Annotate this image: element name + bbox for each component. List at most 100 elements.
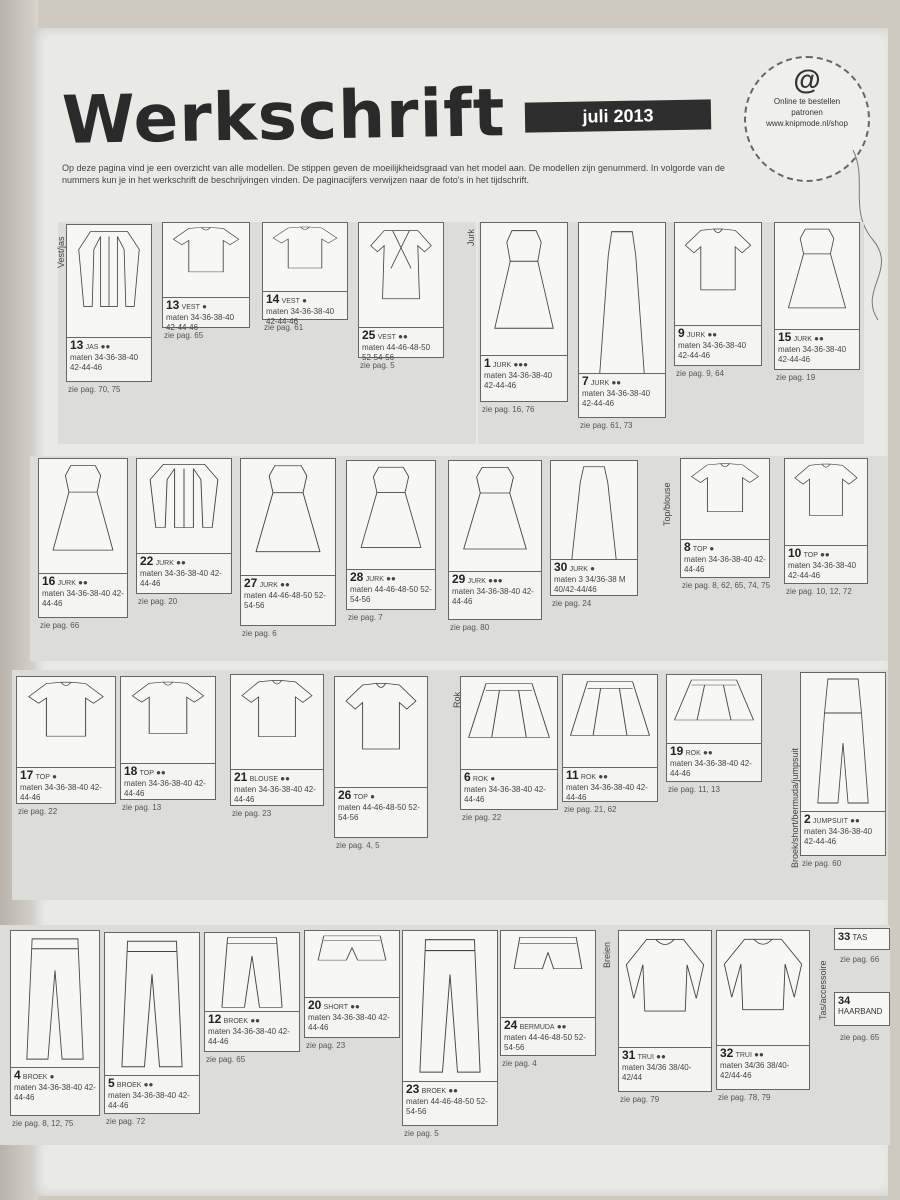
model-kind: JURK	[793, 336, 812, 343]
model-sizes: maten 34-36-38-40 42-44-46	[166, 313, 235, 332]
page-reference: zie pag. 23	[306, 1041, 346, 1050]
page-reference: zie pag. 79	[620, 1095, 660, 1104]
garment-sketch	[481, 223, 567, 357]
page-reference: zie pag. 78, 79	[718, 1093, 771, 1102]
pattern-label: 13 VEST ●maten 34-36-38-40 42-44-46	[163, 297, 249, 332]
model-sizes: maten 34-36-38-40 42-44-46	[308, 1013, 390, 1032]
page-reference: zie pag. 4, 5	[336, 841, 380, 850]
difficulty-dots: ●●	[598, 772, 608, 781]
category-breien: Breien	[602, 941, 612, 968]
difficulty-dots: ●●	[556, 1022, 567, 1031]
pattern-card: 29 JURK ●●●maten 34-36-38-40 42-44-46	[448, 460, 542, 620]
hanging-string	[852, 150, 882, 320]
difficulty-dots: ●	[590, 564, 595, 573]
difficulty-dots: ●●	[386, 574, 396, 583]
pattern-label: 22 JURK ●●maten 34-36-38-40 42-44-46	[137, 553, 231, 593]
garment-sketch	[619, 931, 711, 1049]
model-kind: JURK	[57, 580, 76, 587]
model-sizes: maten 34-36-38-40 42-44-46	[670, 759, 752, 778]
pattern-card: 21 BLOUSE ●●maten 34-36-38-40 42-44-46	[230, 674, 324, 806]
model-sizes: maten 34-36-38-40 42-44-46	[234, 785, 316, 804]
page-reference: zie pag. 11, 13	[668, 785, 720, 794]
pattern-label: 18 TOP ●●maten 34-36-38-40 42-44-46	[121, 763, 215, 799]
pattern-label: 5 BROEK ●●maten 34-36-38-40 42-44-46	[105, 1075, 199, 1113]
difficulty-dots: ●	[302, 296, 307, 305]
model-sizes: maten 34-36-38-40 42-44-46	[484, 371, 553, 390]
page-reference: zie pag. 22	[18, 807, 58, 816]
garment-sketch	[205, 933, 299, 1013]
pattern-label: 31 TRUI ●●maten 34/36 38/40-42/44	[619, 1047, 711, 1091]
model-kind: VEST	[281, 298, 300, 305]
model-kind: BLOUSE	[249, 776, 278, 783]
model-number: 31	[622, 1048, 636, 1062]
model-sizes: maten 44-46-48-50 52-54-56	[338, 803, 420, 822]
garment-sketch	[17, 677, 115, 769]
garment-sketch	[501, 931, 595, 1019]
model-number: 29	[452, 572, 466, 586]
pattern-label: 12 BROEK ●●maten 34-36-38-40 42-44-46	[205, 1011, 299, 1051]
accessory-item: 33 TAS	[834, 928, 890, 950]
model-sizes: maten 34-36-38-40 42-44-46	[108, 1091, 190, 1110]
pattern-card: 8 TOP ●maten 34-36-38-40 42-44-46	[680, 458, 770, 578]
pattern-label: 30 JURK ●maten 3 34/36-38 M 40/42-44/46	[551, 559, 637, 595]
page-reference: zie pag. 5	[360, 361, 395, 370]
page-reference: zie pag. 80	[450, 623, 490, 632]
model-kind: JURK	[569, 566, 588, 573]
garment-sketch	[137, 459, 231, 555]
model-kind: TOP	[35, 774, 50, 781]
issue-date-bar: juli 2013	[524, 99, 712, 133]
difficulty-dots: ●	[52, 772, 57, 781]
model-sizes: maten 44-46-48-50 52-54-56	[406, 1097, 488, 1116]
model-sizes: maten 34/36 38/40-42/44	[622, 1063, 692, 1082]
category-top: Top/blouse	[662, 482, 672, 526]
pattern-label: 11 ROK ●●maten 34-36-38-40 42-44-46	[563, 767, 657, 802]
garment-sketch	[563, 675, 657, 769]
garment-sketch	[163, 223, 249, 299]
garment-sketch	[335, 677, 427, 789]
garment-sketch	[675, 223, 761, 327]
pattern-card: 5 BROEK ●●maten 34-36-38-40 42-44-46	[104, 932, 200, 1114]
model-kind: TOP	[139, 770, 154, 777]
page-reference: zie pag. 16, 76	[482, 405, 535, 414]
garment-sketch	[105, 933, 199, 1077]
difficulty-dots: ●●	[754, 1050, 764, 1059]
pattern-card: 24 BERMUDA ●●maten 44-46-48-50 52-54-56	[500, 930, 596, 1056]
garment-sketch	[231, 675, 323, 771]
page-reference: zie pag. 20	[138, 597, 178, 606]
pattern-label: 9 JURK ●●maten 34-36-38-40 42-44-46	[675, 325, 761, 365]
model-kind: JURK	[155, 560, 174, 567]
pattern-card: 7 JURK ●●maten 34-36-38-40 42-44-46	[578, 222, 666, 418]
pattern-label: 13 JAS ●●maten 34-36-38-40 42-44-46	[67, 337, 151, 381]
model-kind: JURK	[590, 380, 610, 387]
model-sizes: maten 34-36-38-40 42-44-46	[678, 341, 747, 360]
pattern-card: 20 SHORT ●●maten 34-36-38-40 42-44-46	[304, 930, 400, 1038]
pattern-card: 30 JURK ●maten 3 34/36-38 M 40/42-44/46	[550, 460, 638, 596]
difficulty-dots: ●	[709, 544, 715, 553]
pattern-card: 19 ROK ●●maten 34-36-38-40 42-44-46	[666, 674, 762, 782]
model-number: 32	[720, 1046, 734, 1060]
model-number: 26	[338, 788, 352, 802]
pattern-label: 17 TOP ●maten 34-36-38-40 42-44-46	[17, 767, 115, 803]
model-number: 17	[20, 768, 34, 782]
page-reference: zie pag. 7	[348, 613, 383, 622]
difficulty-dots: ●●	[156, 768, 166, 777]
accessory-kind: TAS	[852, 933, 868, 942]
garment-sketch	[359, 223, 443, 329]
garment-sketch	[241, 459, 335, 577]
model-kind: BROEK	[421, 1088, 447, 1095]
pattern-card: 4 BROEK ●maten 34-36-38-40 42-44-46	[10, 930, 100, 1116]
pattern-label: 25 VEST ●●maten 44-46-48-50 52-54-56	[359, 327, 443, 362]
pattern-card: 27 JURK ●●maten 44-46-48-50 52-54-56	[240, 458, 336, 626]
model-number: 8	[684, 540, 691, 554]
difficulty-dots: ●●	[707, 330, 718, 339]
pattern-label: 19 ROK ●●maten 34-36-38-40 42-44-46	[667, 743, 761, 781]
model-number: 13	[70, 338, 84, 352]
page-title: Werkschrift	[61, 74, 507, 159]
difficulty-dots: ●●	[250, 1016, 261, 1025]
difficulty-dots: ●●	[398, 332, 408, 341]
page-reference: zie pag. 61, 73	[580, 421, 633, 430]
page-reference: zie pag. 8, 12, 75	[12, 1119, 74, 1128]
page-reference: zie pag. 19	[776, 373, 816, 382]
garment-sketch	[681, 459, 769, 541]
pattern-label: 26 TOP ●maten 44-46-48-50 52-54-56	[335, 787, 427, 837]
